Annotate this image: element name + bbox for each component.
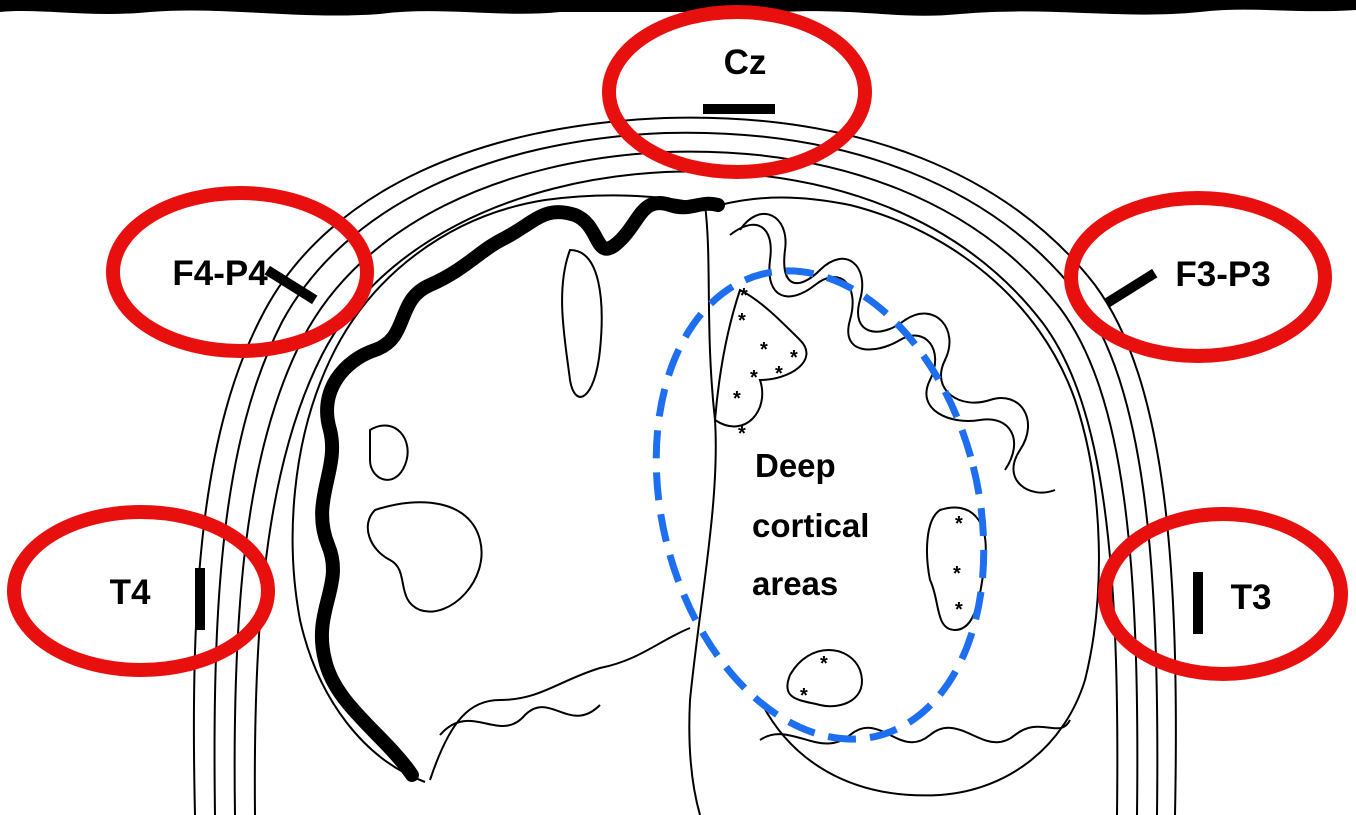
asterisk-icon: * [750,367,758,389]
black-bar-icon [1193,572,1203,634]
deep-cortical-region [609,236,1031,774]
label-t3: T3 [1231,578,1272,617]
asterisk-icon: * [800,685,808,707]
asterisk-icon: * [740,285,748,307]
asterisk-icon: * [955,599,963,621]
asterisk-icon: * [820,653,828,675]
label-cz: Cz [724,43,767,82]
hemisphere-left-white-matter [430,628,690,780]
left-gyrus-1 [370,425,408,479]
label-t4: T4 [110,573,151,612]
asterisk-icon: * [738,310,746,332]
asterisk-icon: * [953,563,961,585]
hemisphere-left-outline [293,195,705,782]
asterisk-icon: * [955,513,963,535]
asterisk-icon: * [738,423,746,445]
asterisk-icon: * [775,363,783,385]
ring-t3 [1105,514,1341,674]
title-fragment [0,0,1356,16]
asterisk-icon: * [760,339,768,361]
label-f3-p3: F3-P3 [1175,255,1270,294]
ring-cz [609,12,865,172]
brain [293,195,1099,815]
deep-region-label: Deep cortical areas [752,447,869,602]
left-gyrus-2 [368,502,482,611]
svg-text:areas: areas [752,565,838,602]
svg-text:cortical: cortical [752,507,869,544]
black-bar-icon [195,568,205,630]
skull-inner [255,172,1118,815]
label-f4-p4: F4-P4 [172,254,268,293]
asterisk-icon: * [733,388,741,410]
black-bar-icon [1105,269,1158,307]
left-gyrus-3 [562,250,602,397]
left-gyrus-4 [440,705,600,735]
black-bar-icon [703,104,775,114]
midline-fissure [689,205,715,815]
asterisk-icon: * [790,347,798,369]
svg-text:Deep: Deep [755,447,836,484]
cortical-foci: * * * * * * * * * * * * * [733,285,963,707]
